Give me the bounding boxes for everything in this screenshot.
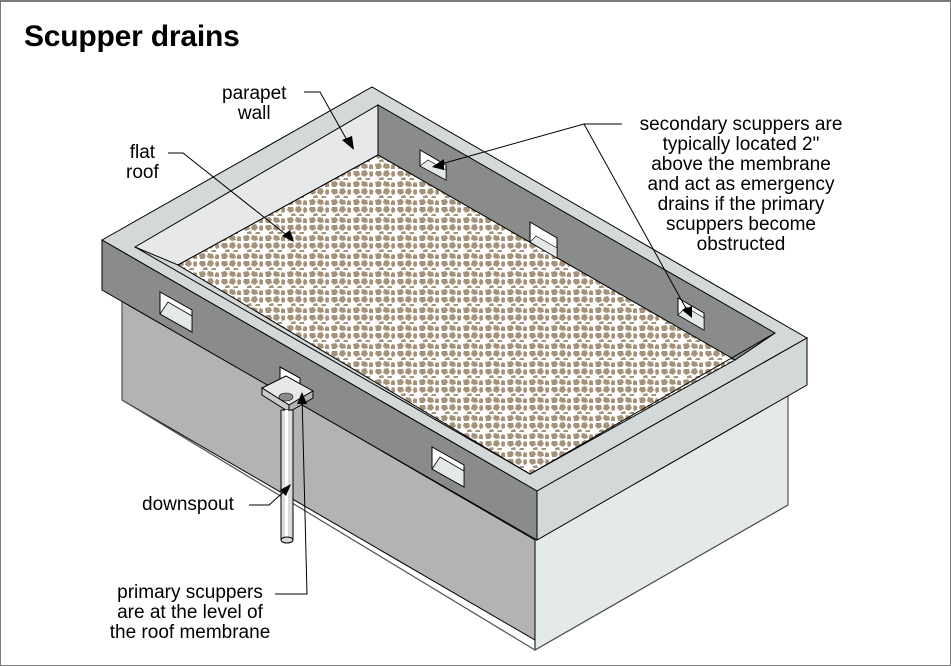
label-line: secondary scuppers are: [639, 114, 843, 135]
leader-parapet-wall: [304, 91, 354, 150]
label-line: above the membrane: [651, 154, 831, 175]
label-line: the roof membrane: [109, 622, 271, 643]
label-line: obstructed: [696, 234, 786, 255]
label-line: scuppers become: [666, 214, 816, 235]
label-line: drains if the primary: [657, 194, 825, 215]
label-line: and act as emergency: [647, 174, 835, 195]
scupper-opening-left-2: [431, 446, 465, 488]
label-downspout: downspout: [142, 495, 234, 515]
label-line: downspout: [142, 494, 234, 515]
label-parapet-wall: parapet wall: [222, 84, 286, 124]
leader-downspout: [249, 484, 291, 506]
label-line: are at the level of: [117, 602, 263, 623]
label-line: roof: [126, 162, 159, 183]
leader-primary-scuppers: [275, 392, 308, 595]
label-line: primary scuppers: [117, 582, 263, 603]
figure-title: Scupper drains: [24, 20, 240, 53]
scupper-opening-back-1: [419, 149, 447, 181]
downspout-pipe: [280, 409, 294, 544]
label-primary-scuppers: primary scuppers are at the level of the…: [100, 583, 280, 643]
leader-secondary-scuppers: [432, 123, 692, 318]
frame-top-border: [0, 0, 951, 2]
parapet-outer-right-face: [536, 337, 808, 541]
label-flat-roof: flat roof: [126, 143, 159, 183]
label-line: wall: [237, 103, 271, 124]
scupper-opening-back-2: [529, 221, 558, 259]
label-secondary-scuppers: secondary scuppers are typically located…: [626, 115, 856, 255]
label-line: flat: [129, 142, 156, 163]
leader-flat-roof: [168, 152, 294, 242]
gravel-roof-membrane: [176, 154, 737, 475]
scupper-opening-left-1: [159, 291, 193, 333]
label-line: typically located 2": [662, 134, 820, 155]
label-line: parapet: [222, 83, 287, 104]
